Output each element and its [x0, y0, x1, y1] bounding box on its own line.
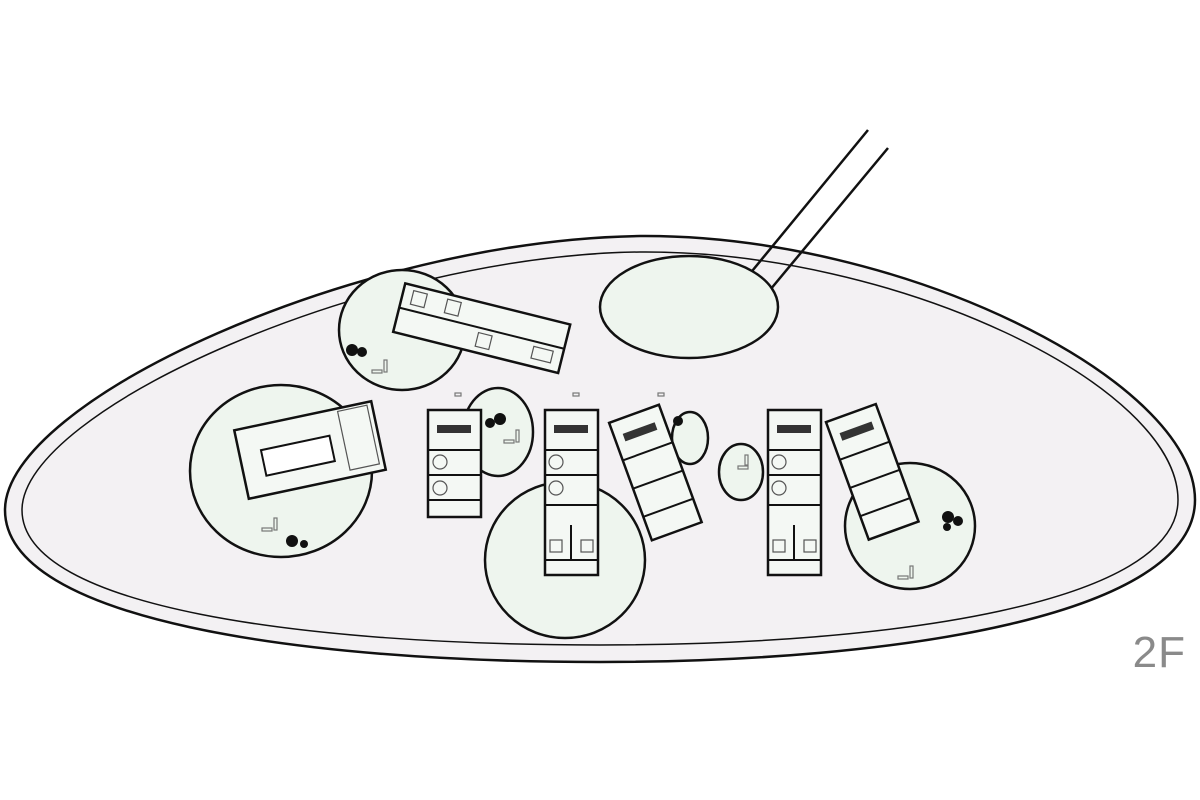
building-unit: [824, 402, 921, 542]
bridge-line: [764, 147, 889, 297]
benches: [261, 359, 914, 580]
building-unit: [607, 403, 704, 542]
building-pool: [232, 399, 388, 501]
building-unit: [766, 408, 823, 577]
garden-area: [717, 442, 765, 502]
building-top: [391, 281, 572, 375]
building-unit: [426, 408, 483, 519]
trees: [286, 344, 963, 548]
building-unit: [543, 408, 600, 577]
bridge-line: [747, 129, 869, 277]
floor-label: 2F: [1132, 628, 1186, 677]
pool: [259, 434, 337, 477]
garden-area: [598, 254, 780, 360]
